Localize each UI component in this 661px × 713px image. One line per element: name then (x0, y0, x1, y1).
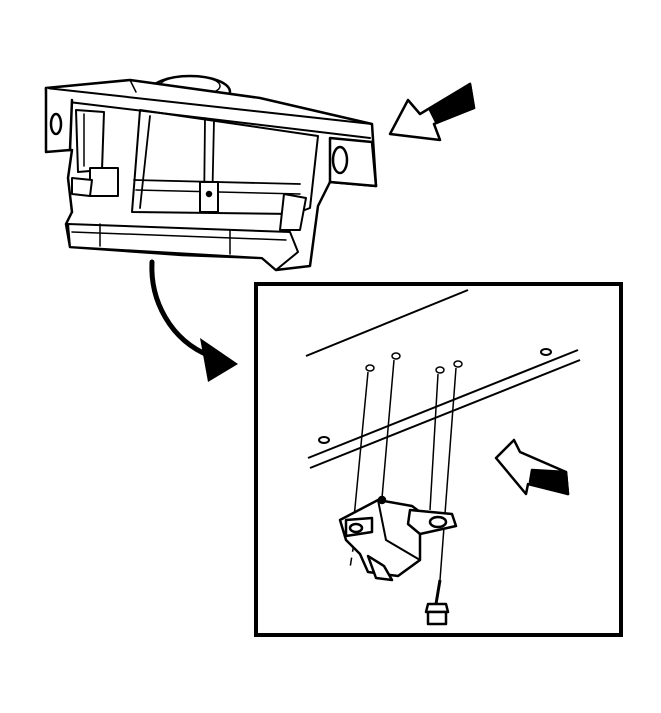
left-hanger (75, 109, 105, 173)
curved-arrow-head (200, 338, 238, 382)
tab-hole (205, 190, 213, 198)
right-slot (331, 145, 349, 175)
bolt-head (426, 610, 448, 626)
guide-hole-3 (435, 366, 445, 374)
guide-hole-1 (365, 364, 375, 372)
inner-post-left (139, 115, 151, 209)
clip-fold (377, 499, 421, 561)
rail-joint (129, 79, 137, 93)
clip-roller (366, 554, 394, 582)
panel-hole-right (540, 348, 552, 356)
right-brace (279, 193, 307, 231)
guide-line-3 (429, 373, 439, 511)
guide-hole-4 (453, 360, 463, 368)
left-clip (89, 167, 119, 197)
bolt-shank (434, 579, 442, 605)
top-rail-lower (51, 99, 371, 139)
panel-hole-left (318, 436, 330, 444)
detail-view-inset (254, 282, 623, 637)
mounting-clip (338, 495, 458, 582)
bolt-washer (424, 602, 450, 614)
panel-edge-front-lower (309, 359, 581, 469)
guide-line-1 (353, 371, 369, 519)
clip-right-hole (428, 515, 448, 529)
guide-line-4 (439, 367, 457, 581)
panel-edge-top (305, 289, 469, 357)
base-plate (67, 223, 299, 271)
bracket-assembly (44, 74, 378, 272)
guide-hole-2 (391, 352, 401, 360)
left-foot (71, 177, 93, 197)
fastener-guide-lines (349, 352, 463, 581)
curved-detail-arrow (149, 259, 238, 382)
callout-arrow-clip (494, 438, 570, 496)
panel-edge-front (307, 349, 579, 459)
mounting-panel (305, 289, 581, 469)
clip-rivet (377, 495, 387, 505)
left-slot (49, 112, 63, 136)
bolt (424, 579, 450, 626)
callout-arrow-bracket (388, 82, 476, 142)
clip-arrow-shade (528, 468, 570, 496)
clip-left-hole (348, 522, 364, 534)
top-rail (45, 87, 373, 125)
guide-line-2 (381, 359, 395, 499)
base-plate-edge (71, 231, 287, 241)
curved-arrow-shaft (149, 259, 213, 359)
arrow-shade (428, 82, 476, 124)
